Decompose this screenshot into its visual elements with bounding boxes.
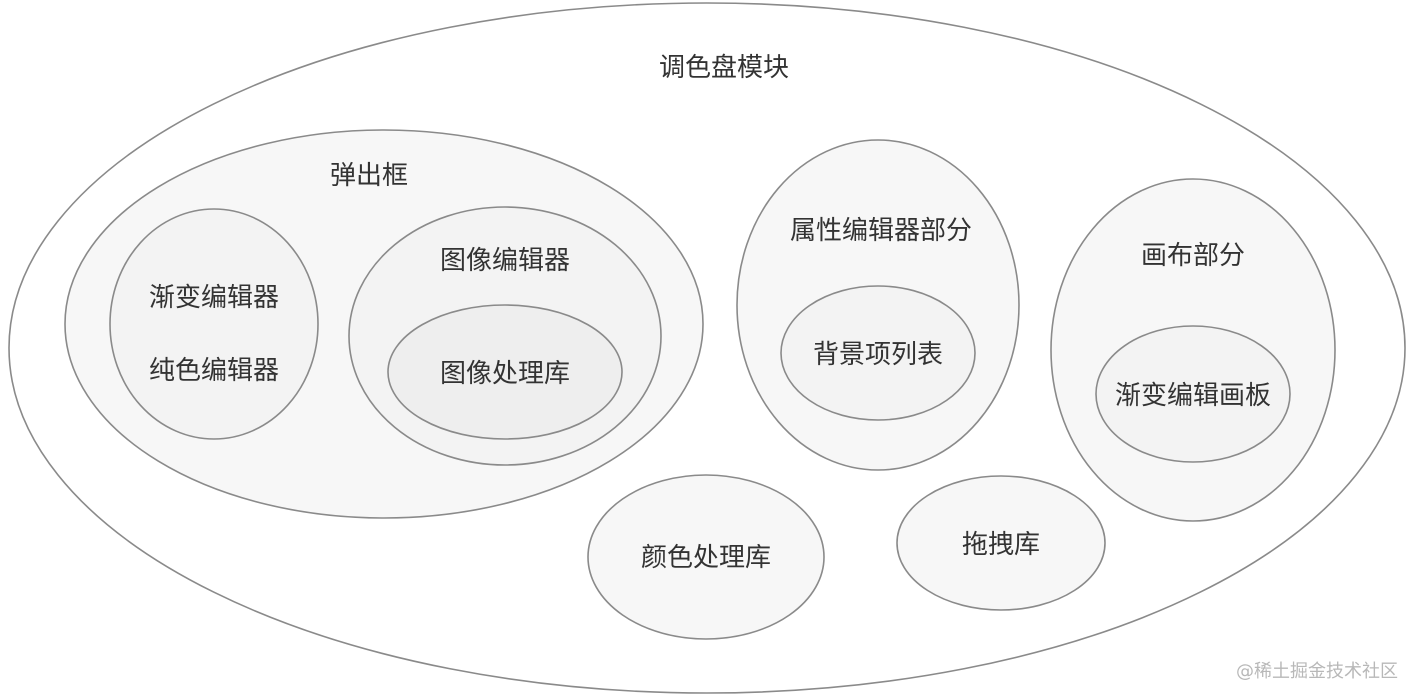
property-editor-label: 属性编辑器部分 [790, 216, 972, 246]
canvas-section-label: 画布部分 [1141, 241, 1245, 271]
watermark: @稀土掘金技术社区 [1236, 661, 1398, 682]
image-editor-label: 图像编辑器 [440, 246, 570, 276]
image-processing-lib-label: 图像处理库 [440, 359, 570, 389]
background-list-node: 背景项列表 [780, 285, 976, 421]
solid-color-editor-label: 纯色编辑器 [149, 356, 279, 386]
color-processing-lib-label: 颜色处理库 [641, 543, 771, 573]
background-list-ellipse [780, 285, 976, 421]
color-processing-lib-ellipse [587, 474, 825, 640]
drag-lib-node: 拖拽库 [896, 475, 1106, 611]
gradient-canvas-label: 渐变编辑画板 [1115, 381, 1271, 411]
background-list-label: 背景项列表 [813, 340, 943, 370]
popup-label: 弹出框 [330, 161, 408, 191]
gradient-editor-label: 渐变编辑器 [149, 283, 279, 313]
color-editors-ellipse [109, 208, 319, 440]
palette-module-label: 调色盘模块 [659, 53, 789, 83]
gradient-canvas-node: 渐变编辑画板 [1095, 325, 1291, 463]
color-editors-node: 渐变编辑器 纯色编辑器 [109, 208, 319, 440]
drag-lib-ellipse [896, 475, 1106, 611]
gradient-canvas-ellipse [1095, 325, 1291, 463]
image-processing-lib-ellipse [387, 304, 623, 440]
color-processing-lib-node: 颜色处理库 [587, 474, 825, 640]
drag-lib-label: 拖拽库 [962, 530, 1040, 560]
image-processing-lib-node: 图像处理库 [387, 304, 623, 440]
